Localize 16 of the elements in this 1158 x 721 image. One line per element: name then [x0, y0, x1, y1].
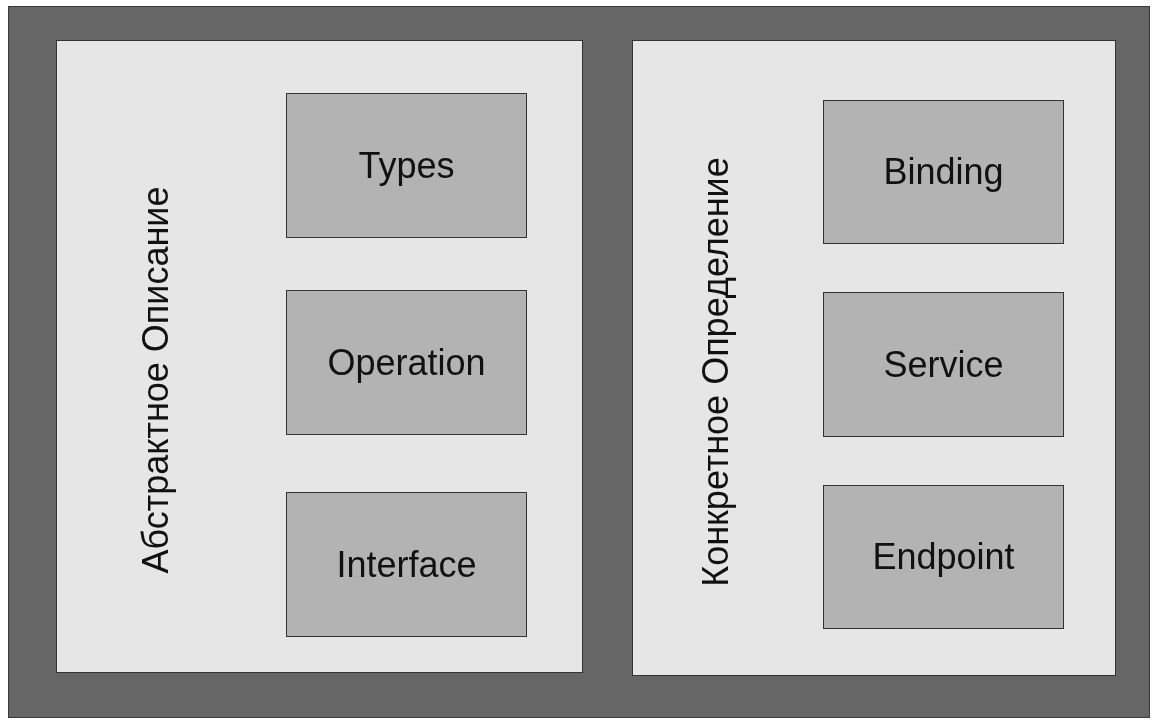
box-label: Endpoint — [872, 536, 1015, 578]
box-label: Binding — [883, 151, 1004, 193]
box-label: Interface — [336, 543, 477, 586]
component-box — [286, 290, 527, 435]
component-box — [823, 100, 1064, 244]
component-box — [286, 492, 527, 637]
panel-heading: Абстрактное Описание — [133, 186, 177, 574]
group-panel — [632, 40, 1116, 676]
component-box — [823, 292, 1064, 437]
component-box — [823, 485, 1064, 629]
box-label: Operation — [327, 341, 486, 384]
component-box — [286, 93, 527, 238]
box-label: Service — [883, 343, 1004, 386]
group-panel — [56, 40, 583, 673]
box-label: Types — [358, 144, 455, 187]
panel-heading: Конкретное Определение — [693, 157, 737, 587]
